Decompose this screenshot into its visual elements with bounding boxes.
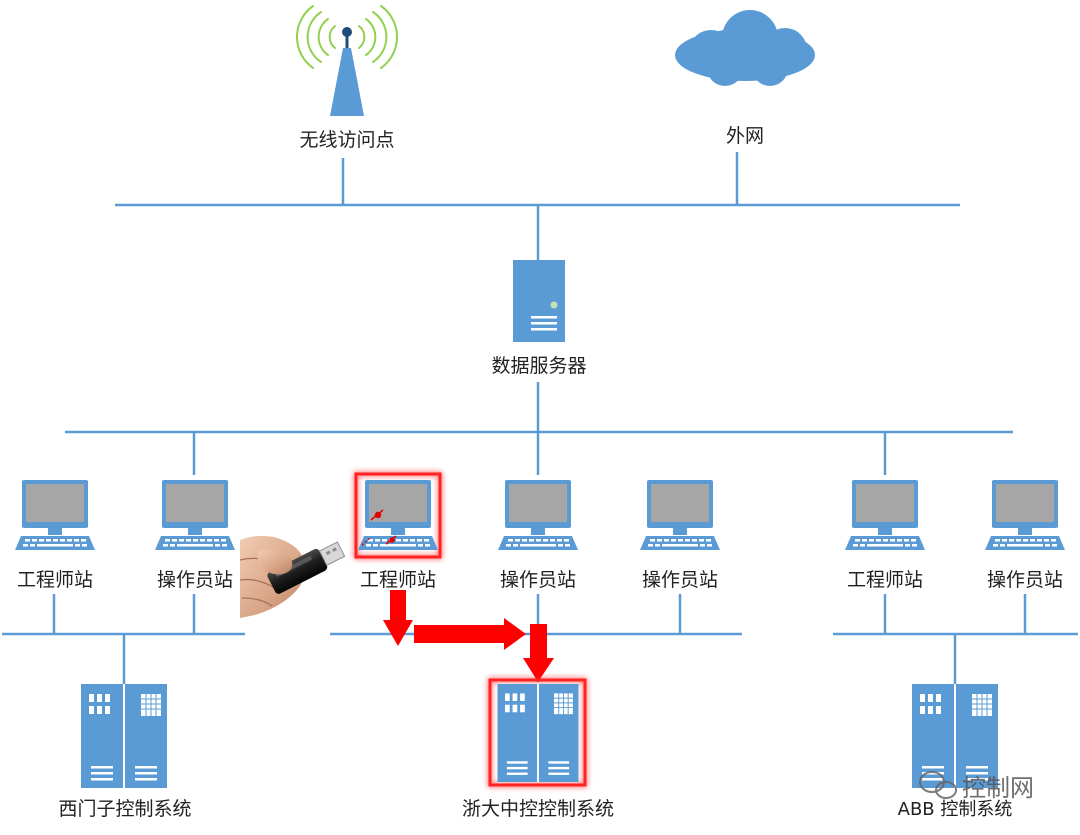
control-system-label: ABB 控制系统 bbox=[898, 799, 1013, 820]
wireless-access-point: 无线访问点 bbox=[296, 5, 398, 151]
workstation-label: 操作员站 bbox=[157, 569, 233, 591]
attack-path-arrows bbox=[383, 590, 554, 682]
antenna-icon bbox=[296, 5, 398, 116]
computer-icon bbox=[845, 480, 925, 550]
computer-icon bbox=[498, 480, 578, 550]
data-server: 数据服务器 bbox=[491, 260, 587, 377]
data-server-label: 数据服务器 bbox=[491, 355, 586, 377]
external-network-label: 外网 bbox=[726, 125, 764, 147]
infection-marks bbox=[361, 509, 397, 546]
control-system-abb: ABB 控制系统 bbox=[898, 684, 1013, 820]
control-system-label: 西门子控制系统 bbox=[58, 798, 191, 820]
wireless-ap-label: 无线访问点 bbox=[299, 129, 394, 151]
arrow-down-icon bbox=[383, 590, 413, 646]
watermark-text: 控制网 bbox=[962, 774, 1034, 802]
usb-drive-in-hand-icon bbox=[239, 535, 346, 618]
control-cabinet-icon bbox=[496, 684, 580, 782]
control-systems: 西门子控制系统 浙大中控控制系统 ABB 控制系统 bbox=[58, 678, 1013, 820]
computer-icon bbox=[15, 480, 95, 550]
workstation-label: 工程师站 bbox=[847, 569, 923, 591]
computer-icon bbox=[358, 480, 438, 550]
control-system-label: 浙大中控控制系统 bbox=[462, 798, 614, 820]
workstation-1: 工程师站 bbox=[15, 480, 95, 591]
workstation-5: 操作员站 bbox=[640, 480, 720, 591]
workstation-label: 操作员站 bbox=[642, 569, 718, 591]
highlight-frame bbox=[354, 472, 442, 559]
workstation-label: 工程师站 bbox=[17, 569, 93, 591]
control-cabinet-icon bbox=[912, 684, 998, 788]
workstation-6: 工程师站 bbox=[845, 480, 925, 591]
computer-icon bbox=[640, 480, 720, 550]
server-icon bbox=[513, 260, 565, 342]
workstation-label: 操作员站 bbox=[500, 569, 576, 591]
control-cabinet-icon bbox=[81, 684, 167, 788]
workstations: 工程师站 操作员站 工程师站 操作员站 操作员站 bbox=[15, 472, 1065, 591]
workstation-label: 操作员站 bbox=[987, 569, 1063, 591]
workstation-4: 操作员站 bbox=[498, 480, 578, 591]
cloud-icon bbox=[675, 10, 815, 86]
network-lines bbox=[2, 152, 1078, 684]
workstation-label: 工程师站 bbox=[360, 569, 436, 591]
arrow-right-icon bbox=[414, 618, 526, 650]
highlight-frame bbox=[488, 678, 587, 787]
computer-icon bbox=[985, 480, 1065, 550]
control-system-siemens: 西门子控制系统 bbox=[58, 684, 192, 820]
external-network: 外网 bbox=[675, 10, 815, 147]
workstation-7: 操作员站 bbox=[985, 480, 1065, 591]
workstation-3-compromised: 工程师站 bbox=[354, 472, 442, 591]
wechat-icon bbox=[919, 771, 957, 799]
control-system-supcon-compromised: 浙大中控控制系统 bbox=[462, 678, 614, 820]
watermark: 控制网 bbox=[919, 771, 1034, 802]
workstation-2: 操作员站 bbox=[155, 480, 235, 591]
arrow-down-icon bbox=[523, 624, 554, 682]
computer-icon bbox=[155, 480, 235, 550]
